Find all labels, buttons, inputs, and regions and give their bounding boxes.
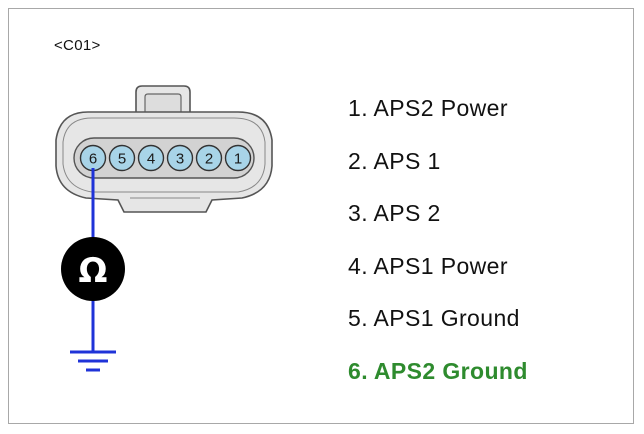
pinout-legend: 1. APS2 Power 2. APS 1 3. APS 2 4. APS1 … [348, 90, 528, 406]
pinout-item-4: 4. APS1 Power [348, 252, 508, 279]
pinout-item-1: 1. APS2 Power [348, 95, 508, 121]
ohmmeter-body [61, 237, 125, 301]
pin-2 [195, 144, 223, 172]
pinout-item-5: 5. APS1 Ground [348, 305, 520, 332]
pin-row: 6 5 4 3 2 1 [79, 144, 252, 172]
pin-5-label: 5 [118, 151, 126, 168]
pin-4-label: 4 [147, 151, 155, 168]
ground-icon [70, 350, 116, 372]
pin-1-label: 1 [234, 151, 242, 168]
ohm-icon: Ω [79, 251, 108, 291]
diagram-frame [8, 8, 634, 424]
pin-3 [166, 144, 194, 172]
pin-2-label: 2 [205, 151, 213, 168]
ohmmeter: Ω [61, 237, 125, 301]
pin-4 [137, 144, 165, 172]
pinout-item-2: 2. APS 1 [348, 147, 441, 174]
pinout-item-6: 6. APS2 Ground [348, 357, 528, 384]
pinout-item-3: 3. APS 2 [348, 200, 441, 227]
pin-1 [224, 144, 252, 172]
pin-6-label: 6 [89, 151, 97, 168]
pin-5 [108, 144, 136, 172]
connector-id-label: <C01> [54, 37, 101, 54]
pin-3-label: 3 [176, 151, 184, 168]
